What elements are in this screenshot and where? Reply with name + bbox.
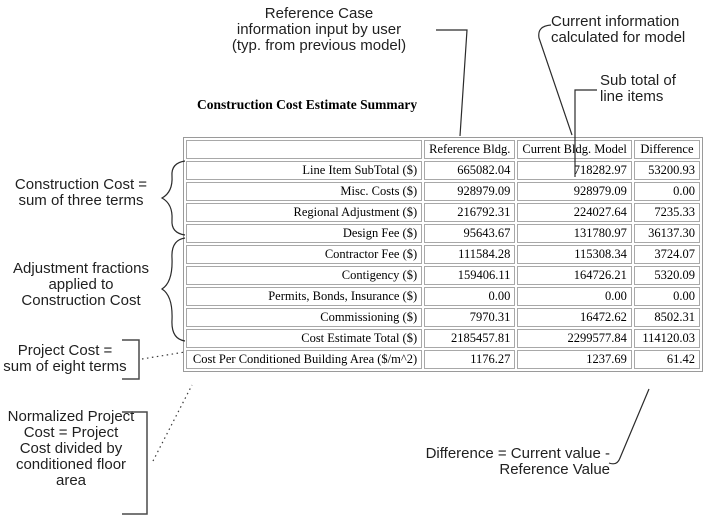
cell-reference: 928979.09 [424,182,516,201]
cell-difference: 3724.07 [633,245,700,264]
table-row: Contigency ($) 159406.11 164726.21 5320.… [186,266,700,285]
annotation-difference: Difference = Current value - Reference V… [398,446,610,478]
annotation-line: Normalized Project [7,408,135,425]
cell-current: 1237.69 [517,350,632,369]
row-label: Misc. Costs ($) [186,182,423,201]
annotation-line: Reference Case [264,5,374,22]
annotation-construction-cost: Construction Cost = sum of three terms [5,177,157,209]
cell-reference: 111584.28 [424,245,516,264]
annotation-line: Adjustment fractions [13,260,149,277]
dotted-leader-project-cost [141,351,186,360]
cell-current: 718282.97 [517,161,632,180]
annotation-line: Current information [551,13,680,30]
cell-reference: 7970.31 [424,308,516,327]
table-header-row: Reference Bldg. Current Bldg. Model Diff… [186,140,700,159]
header-current-bldg-model: Current Bldg. Model [517,140,632,159]
cell-difference: 36137.30 [633,224,700,243]
cell-current: 131780.97 [517,224,632,243]
annotation-line: Cost divided by [19,440,123,457]
cell-current: 164726.21 [517,266,632,285]
leader-line-reference-case [436,29,468,137]
annotation-normalized-cost: Normalized Project Cost = Project Cost d… [5,409,137,489]
table-row: Commissioning ($) 7970.31 16472.62 8502.… [186,308,700,327]
annotation-line: Construction Cost [21,292,141,309]
cell-difference: 7235.33 [633,203,700,222]
annotation-line: conditioned floor [15,456,127,473]
row-label: Contigency ($) [186,266,423,285]
row-label: Permits, Bonds, Insurance ($) [186,287,423,306]
cell-reference: 216792.31 [424,203,516,222]
annotation-line: Project Cost = [17,342,113,359]
row-label: Cost Per Conditioned Building Area ($/m^… [186,350,423,369]
brace-adjustment-fractions [160,237,186,342]
dotted-leader-normalized-cost [152,384,193,462]
row-label: Line Item SubTotal ($) [186,161,423,180]
cell-current: 224027.64 [517,203,632,222]
header-reference-bldg: Reference Bldg. [424,140,516,159]
annotation-line: information input by user [236,21,402,38]
figure-title: Construction Cost Estimate Summary [197,97,418,112]
annotation-line: (typ. from previous model) [231,37,407,54]
cell-difference: 53200.93 [633,161,700,180]
annotation-reference-case: Reference Case information input by user… [203,6,435,54]
header-empty [186,140,423,159]
row-label: Commissioning ($) [186,308,423,327]
cell-difference: 5320.09 [633,266,700,285]
cell-current: 2299577.84 [517,329,632,348]
table-row: Contractor Fee ($) 111584.28 115308.34 3… [186,245,700,264]
cell-reference: 1176.27 [424,350,516,369]
table-row: Regional Adjustment ($) 216792.31 224027… [186,203,700,222]
annotation-line: calculated for model [551,29,686,46]
row-label: Cost Estimate Total ($) [186,329,423,348]
cell-reference: 159406.11 [424,266,516,285]
annotation-line: sum of eight terms [3,358,127,375]
cell-difference: 8502.31 [633,308,700,327]
row-label: Contractor Fee ($) [186,245,423,264]
cell-difference: 0.00 [633,182,700,201]
table-row: Line Item SubTotal ($) 665082.04 718282.… [186,161,700,180]
leader-line-difference [608,388,650,465]
table-row: Cost Per Conditioned Building Area ($/m^… [186,350,700,369]
table-row: Permits, Bonds, Insurance ($) 0.00 0.00 … [186,287,700,306]
cell-reference: 2185457.81 [424,329,516,348]
table-row: Misc. Costs ($) 928979.09 928979.09 0.00 [186,182,700,201]
annotation-line: Sub total of [600,72,676,89]
cell-reference: 95643.67 [424,224,516,243]
row-label: Regional Adjustment ($) [186,203,423,222]
cell-current: 928979.09 [517,182,632,201]
annotation-line: applied to [48,276,114,293]
header-difference: Difference [633,140,700,159]
annotation-line: area [55,472,87,489]
annotation-adjustment: Adjustment fractions applied to Construc… [5,261,157,309]
annotation-line: Cost = Project [23,424,119,441]
annotation-subtotal: Sub total of line items [600,73,695,105]
annotation-current-info: Current information calculated for model [551,14,696,46]
row-label: Design Fee ($) [186,224,423,243]
brace-construction-cost [160,160,186,236]
annotation-line: Construction Cost = [14,176,148,193]
cell-reference: 0.00 [424,287,516,306]
cell-current: 16472.62 [517,308,632,327]
table-row: Design Fee ($) 95643.67 131780.97 36137.… [186,224,700,243]
annotation-project-cost: Project Cost = sum of eight terms [0,343,130,375]
cell-reference: 665082.04 [424,161,516,180]
annotation-line: line items [600,88,664,105]
cell-current: 115308.34 [517,245,632,264]
annotation-line: sum of three terms [18,192,144,209]
cost-estimate-table: Reference Bldg. Current Bldg. Model Diff… [183,137,703,372]
cell-current: 0.00 [517,287,632,306]
annotation-line: Reference Value [499,461,610,478]
annotation-line: Difference = Current value - [425,445,610,462]
table-row: Cost Estimate Total ($) 2185457.81 22995… [186,329,700,348]
cell-difference: 0.00 [633,287,700,306]
cell-difference: 61.42 [633,350,700,369]
cell-difference: 114120.03 [633,329,700,348]
